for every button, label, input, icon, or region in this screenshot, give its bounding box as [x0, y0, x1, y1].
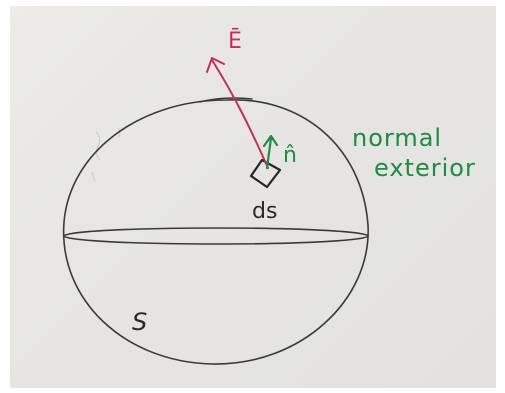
equator-ellipse [63, 227, 369, 245]
field-vector-arrow [206, 57, 269, 169]
normal-text-line2: exterior [374, 154, 476, 182]
surface-element-square [249, 158, 282, 189]
faint-marks [91, 127, 121, 183]
normal-vector-arrow [262, 134, 279, 170]
surface-element-label: ds [252, 199, 277, 224]
paper-background [10, 6, 496, 388]
field-vector-label: Ē [228, 29, 242, 54]
sphere-outline [62, 99, 369, 365]
normal-text-line1: normal [352, 124, 442, 152]
normal-vector-label: n̂ [283, 143, 297, 168]
sphere-overstroke [199, 97, 253, 103]
surface-name-label: S [132, 308, 147, 336]
